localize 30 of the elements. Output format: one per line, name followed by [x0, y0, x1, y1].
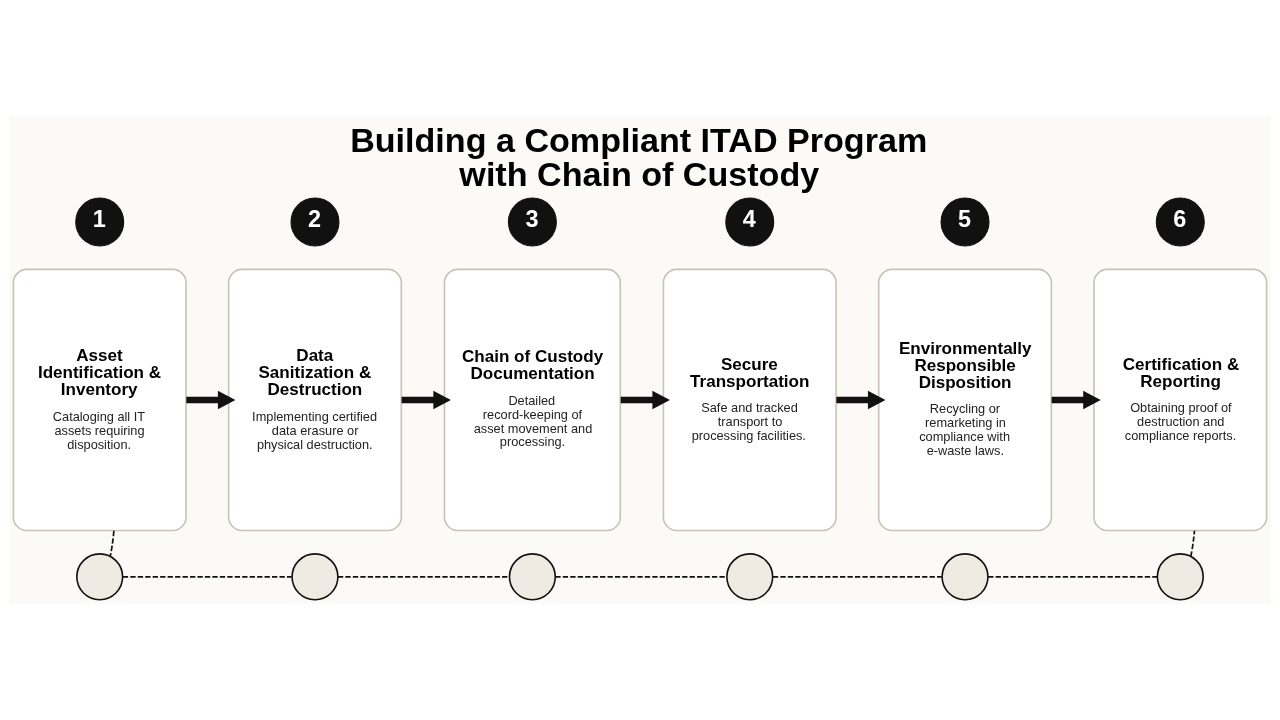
- node-box: Secure Transportation Safe and tracked transport to processing facilities.: [662, 268, 837, 531]
- node-circle: 1: [75, 196, 125, 246]
- node-box: Data Sanitization & Destruction Implementing certified data erasure or physical destruction.: [227, 268, 403, 531]
- arrow: [401, 390, 451, 409]
- node-box: Certification & Reporting Obtaining proof of destruction and compliance reports.: [1093, 268, 1268, 531]
- node-circle: 4: [725, 196, 775, 246]
- connector: [1189, 529, 1196, 557]
- arrow: [836, 390, 886, 409]
- node-circle: [291, 552, 339, 601]
- node-circle: 5: [940, 196, 990, 246]
- node-circle: [941, 552, 989, 601]
- node-box: Environmentally Responsible Disposition Recycling or remarketing in compliance with e-waste laws.: [877, 268, 1053, 531]
- connector: [772, 575, 943, 578]
- node-circle: [508, 552, 557, 601]
- node-circle: 3: [507, 196, 557, 246]
- node-circle: [726, 552, 774, 601]
- arrow: [186, 390, 236, 409]
- connector: [987, 575, 1158, 578]
- node-box: Asset Identification & Inventory Cataloging all IT assets requiring disposition.: [12, 268, 187, 531]
- connector: [122, 575, 293, 578]
- connector: [554, 575, 728, 578]
- node-circle: 2: [290, 196, 340, 246]
- node-box: Chain of Custody Documentation Detailed record-keeping of asset movement and processing.: [443, 268, 622, 531]
- arrow: [1051, 390, 1101, 409]
- arrow: [620, 390, 670, 409]
- connector: [109, 529, 115, 557]
- node-circle: [1156, 552, 1204, 601]
- node-circle: [76, 552, 124, 601]
- diagram-title: Building a Compliant ITAD Program with Chain of Custody: [350, 120, 928, 193]
- node-circle: 6: [1155, 196, 1205, 246]
